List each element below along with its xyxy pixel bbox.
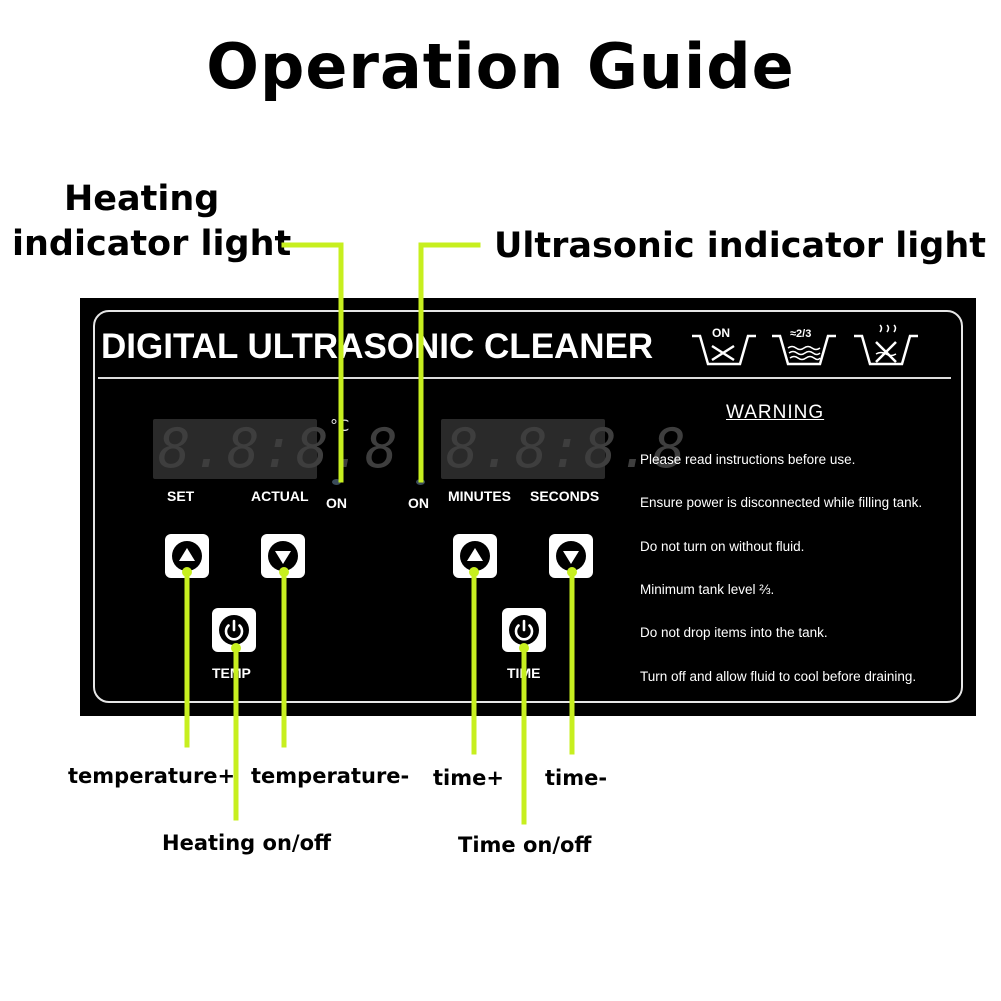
temperature-plus-label: temperature+ — [68, 764, 236, 788]
warning-title: WARNING — [726, 402, 825, 423]
page-title: Operation Guide — [206, 30, 795, 103]
pointer-dot — [279, 567, 289, 577]
down-arrow-icon — [556, 541, 586, 571]
time-down-button[interactable] — [549, 534, 593, 578]
time-display — [441, 419, 605, 479]
panel-title: DIGITAL ULTRASONIC CLEANER — [101, 327, 654, 366]
minutes-label: MINUTES — [448, 488, 511, 504]
temperature-display — [153, 419, 317, 479]
temp-button-label: TEMP — [212, 665, 251, 681]
time-digits: 8.8:8.8 — [446, 417, 688, 480]
pointer-dot — [231, 643, 241, 653]
down-arrow-icon — [268, 541, 298, 571]
set-label: SET — [167, 488, 195, 504]
power-icon — [509, 615, 539, 645]
pointer-dot — [519, 643, 529, 653]
time-power-button[interactable] — [502, 608, 546, 652]
ultrasonic-indicator-pointer — [418, 242, 481, 483]
warning-line: Minimum tank level ⅔. — [640, 582, 775, 597]
actual-label: ACTUAL — [251, 488, 309, 504]
tub-on-label: ON — [712, 326, 730, 340]
temperature-digits: 8.8:8.8 — [158, 417, 400, 480]
heating-indicator-pointer — [281, 242, 344, 483]
up-arrow-icon — [460, 541, 490, 571]
panel-divider — [98, 377, 951, 379]
time-plus-label: time+ — [433, 766, 504, 790]
heating-onoff-label: Heating on/off — [162, 831, 332, 855]
heating-indicator-callout-line1: Heating — [64, 179, 220, 219]
power-icon — [219, 615, 249, 645]
time-onoff-label: Time on/off — [458, 833, 592, 857]
power-on-tub-icon — [692, 334, 756, 366]
warning-line: Ensure power is disconnected while filli… — [640, 495, 923, 510]
heating-led-on-label: ON — [326, 495, 347, 511]
warning-line: Do not drop items into the tank. — [640, 625, 828, 640]
care-symbols: ON ≈2/3 — [692, 324, 918, 366]
ultrasonic-led-on-label: ON — [408, 495, 429, 511]
heating-indicator-callout-line2: indicator light — [12, 224, 292, 264]
up-arrow-icon — [172, 541, 202, 571]
temperature-minus-label: temperature- — [251, 764, 410, 788]
warning-line: Turn off and allow fluid to cool before … — [640, 669, 917, 684]
tub-level-label: ≈2/3 — [790, 328, 811, 340]
warning-line: Do not turn on without fluid. — [640, 539, 805, 554]
pointer-dot — [182, 567, 192, 577]
warning-line: Please read instructions before use. — [640, 452, 856, 467]
control-panel-border — [93, 310, 963, 703]
no-heat-tub-icon — [854, 324, 918, 366]
ultrasonic-indicator-callout: Ultrasonic indicator light — [494, 226, 986, 266]
time-minus-label: time- — [545, 766, 608, 790]
pointer-dot — [469, 567, 479, 577]
heating-indicator-led — [332, 479, 341, 485]
fill-level-tub-icon — [772, 334, 836, 366]
seconds-label: SECONDS — [530, 488, 600, 504]
pointer-dot — [567, 567, 577, 577]
